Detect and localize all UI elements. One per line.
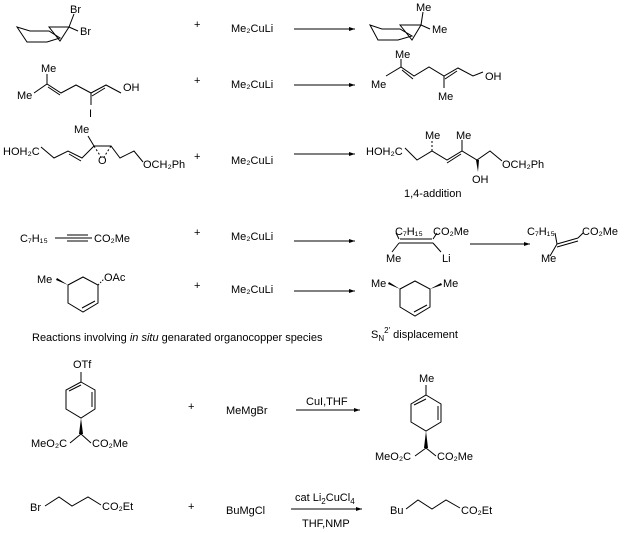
atom-label: Me (371, 278, 386, 290)
atom-label: C₇H₁₅ (527, 226, 555, 238)
atom-label: CO₂Me (94, 233, 130, 245)
atom-label: OH (485, 71, 502, 83)
plus-sign: + (188, 501, 194, 513)
atom-label: CO₂Me (437, 451, 473, 463)
vinyllithium-intermediate: C₇H₁₅ CO₂Me Me Li (386, 226, 469, 265)
reagent: Me₂CuLi (231, 155, 273, 167)
atom-label: Me (74, 124, 89, 136)
vinyl-epoxide-reactant: HOH₂C Me O OCH₂Ph (3, 124, 185, 171)
atom-label: Me (371, 79, 386, 91)
dibromocyclopropane-reactant: Br Br (15, 4, 91, 43)
atom-label: Br (70, 4, 81, 16)
atom-label: CO₂Et (461, 505, 492, 517)
atom-label: Br (30, 502, 41, 514)
plus-sign: + (194, 280, 200, 292)
reaction-3: HOH₂C Me O OCH₂Ph + Me₂CuLi HOH₂C Me Me … (3, 124, 544, 200)
atom-label: OAc (104, 272, 126, 284)
atom-label: OH (472, 174, 489, 186)
section-heading: Reactions involving in situ genarated or… (32, 332, 323, 344)
atom-label: MeO₂C (31, 438, 67, 450)
atom-label: CO₂Me (582, 226, 618, 238)
reaction-1: Br Br + Me₂CuLi Me Me (15, 2, 447, 43)
atom-label: Me (416, 2, 431, 14)
atom-label: Me (17, 90, 32, 102)
atom-label: OCH₂Ph (502, 159, 544, 171)
reagent: Me₂CuLi (231, 23, 273, 35)
alkylated-ester-product: Bu CO₂Et (390, 499, 492, 517)
atom-label: Me (443, 278, 458, 290)
vinyl-iodide-reactant: Me Me OH I (17, 63, 140, 120)
atom-label: OH (123, 82, 140, 94)
reagent: MeMgBr (226, 405, 268, 417)
atom-label: I (89, 108, 92, 120)
atom-label: CO₂Me (92, 438, 128, 450)
reaction-5: Me OAc + Me₂CuLi Me Me SN2' displacement (37, 272, 458, 343)
dimethylcyclohexene-product: Me Me (371, 278, 458, 317)
reaction-4: C₇H₁₅ CO₂Me + Me₂CuLi C₇H₁₅ CO₂Me Me Li … (20, 226, 618, 265)
plus-sign: + (194, 19, 200, 31)
enoate-product: C₇H₁₅ CO₂Me Me (527, 226, 618, 265)
plus-sign: + (194, 75, 200, 87)
aryl-triflate-reactant: OTf MeO₂C CO₂Me (31, 359, 128, 450)
atom-label: MeO₂C (375, 451, 411, 463)
atom-label: OTf (73, 359, 92, 371)
atom-label: HOH₂C (3, 146, 40, 158)
allylic-alcohol-product: HOH₂C Me Me OH OCH₂Ph (366, 130, 544, 186)
atom-label: C₇H₁₅ (395, 226, 423, 238)
atom-label: Me (419, 373, 434, 385)
methylated-alcohol-product: Me Me OH Me (371, 49, 502, 103)
reaction-condition-bottom: THF,NMP (302, 518, 350, 530)
atom-label: C₇H₁₅ (20, 233, 48, 245)
reagent: Me₂CuLi (231, 284, 273, 296)
bromoester-reactant: Br CO₂Et (30, 496, 133, 514)
reaction-condition-top: cat Li2CuCl4 (295, 492, 355, 506)
atom-label: CO₂Et (102, 501, 133, 513)
annotation-1-4-addition: 1,4-addition (404, 188, 462, 200)
plus-sign: + (194, 151, 200, 163)
atom-label: Li (442, 253, 451, 265)
atom-label: Br (80, 26, 91, 38)
sn2-prime-annotation: SN2' displacement (371, 326, 458, 343)
atom-label: Me (41, 63, 56, 75)
atom-label: Bu (390, 505, 403, 517)
reaction-condition: CuI,THF (306, 396, 348, 408)
atom-label: Me (456, 130, 471, 142)
atom-label: Me (438, 91, 453, 103)
reaction-2: Me Me OH I + Me₂CuLi Me Me OH Me (17, 49, 502, 120)
atom-label: Me (37, 274, 52, 286)
atom-label: Me (432, 24, 447, 36)
atom-label: Me (541, 253, 556, 265)
plus-sign: + (194, 227, 200, 239)
plus-sign: + (188, 401, 194, 413)
reagent: Me₂CuLi (231, 79, 273, 91)
reaction-6: OTf MeO₂C CO₂Me + MeMgBr CuI,THF Me MeO₂… (31, 359, 473, 463)
dimethylcyclopropane-product: Me Me (368, 2, 447, 41)
atom-label: Me (425, 130, 440, 142)
atom-label: Me (386, 253, 401, 265)
atom-label: OCH₂Ph (143, 159, 185, 171)
reaction-7: Br CO₂Et + BuMgCl cat Li2CuCl4 THF,NMP B… (30, 492, 492, 530)
atom-label: O (98, 155, 107, 167)
methylcyclohexadiene-product: Me MeO₂C CO₂Me (375, 373, 473, 463)
atom-label: HOH₂C (366, 146, 403, 158)
alkynoate-reactant: C₇H₁₅ CO₂Me (20, 233, 130, 245)
reagent: Me₂CuLi (231, 231, 273, 243)
reagent: BuMgCl (226, 505, 265, 517)
cyclohexenyl-acetate-reactant: Me OAc (37, 272, 126, 313)
atom-label: CO₂Me (433, 226, 469, 238)
atom-label: Me (395, 49, 410, 61)
